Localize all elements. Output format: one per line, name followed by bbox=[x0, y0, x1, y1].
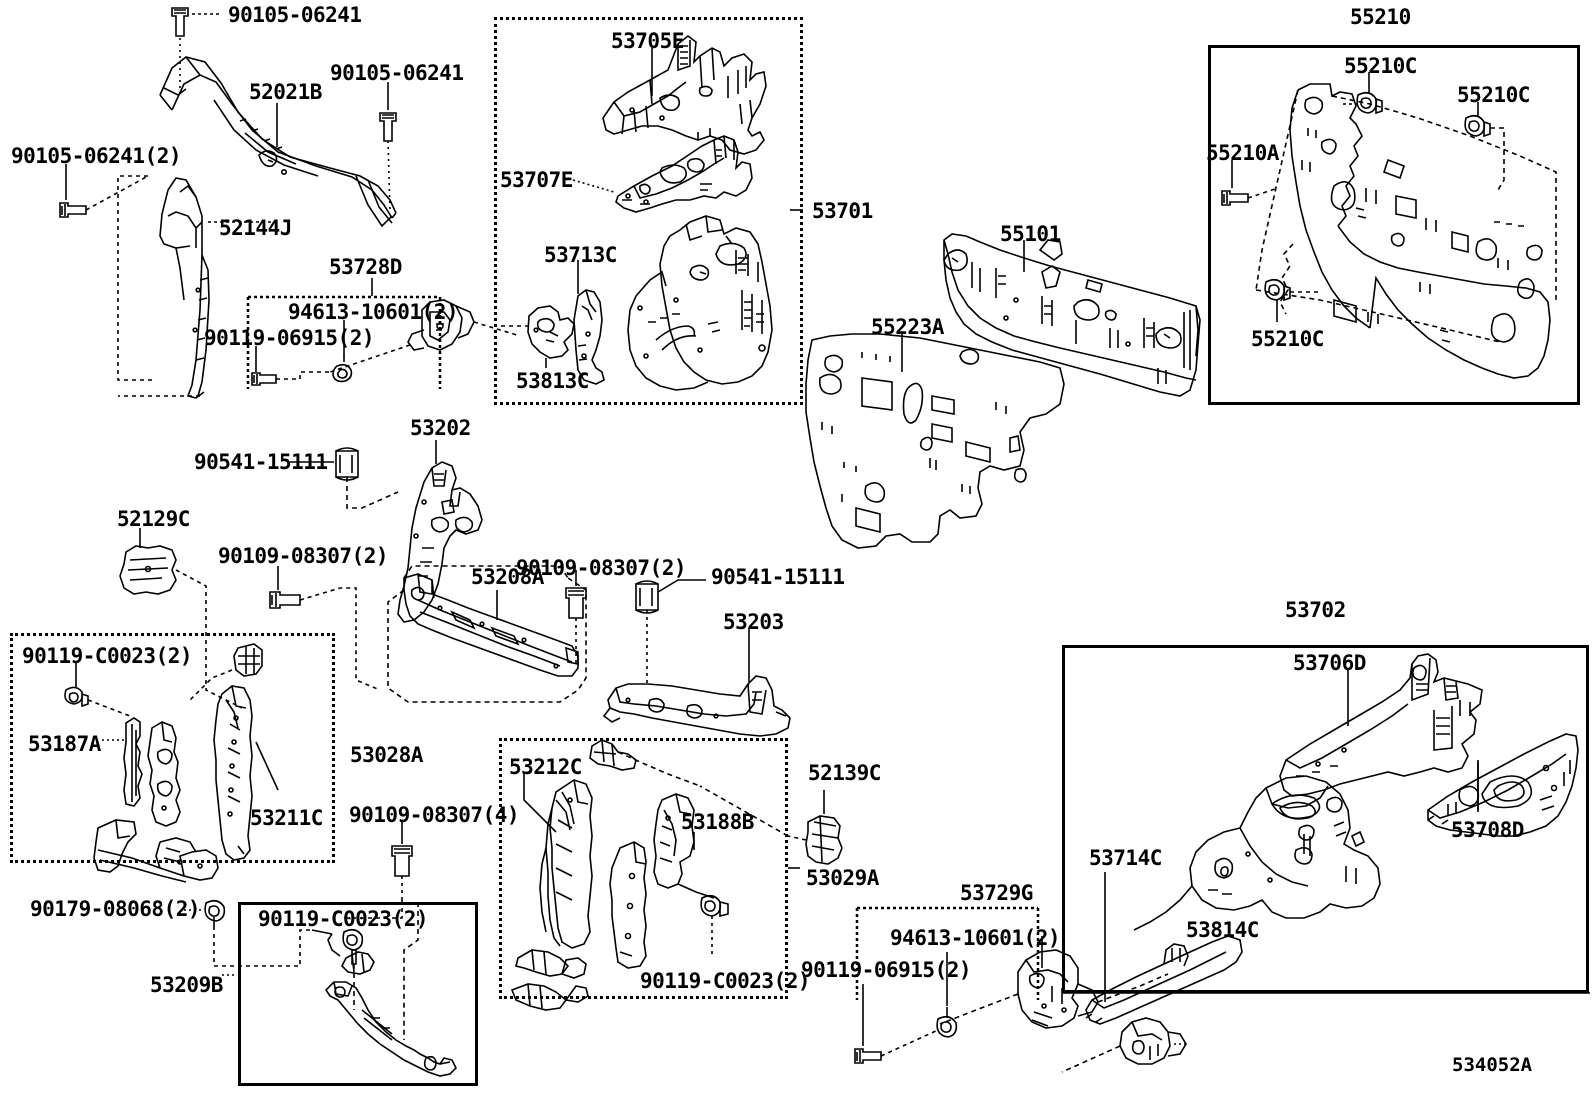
callout-90119-C0023-2c: 90119-C0023(2) bbox=[640, 969, 811, 993]
group-53701-box bbox=[494, 17, 803, 405]
group-55210-box bbox=[1208, 45, 1580, 405]
part-55101-art bbox=[943, 233, 1201, 397]
callout-90109-08307-4: 90109-08307(4) bbox=[349, 803, 520, 827]
callout-53702: 53702 bbox=[1285, 598, 1346, 622]
callout-90541-15111-right: 90541-15111 bbox=[711, 565, 845, 589]
callout-53211C: 53211C bbox=[250, 806, 323, 830]
callout-90119-C0023-2b: 90119-C0023(2) bbox=[258, 907, 429, 931]
callout-53029A: 53029A bbox=[806, 866, 879, 890]
callout-52139C: 52139C bbox=[808, 761, 881, 785]
part-90105-06241-2-bolt bbox=[59, 175, 149, 218]
callout-53708D: 53708D bbox=[1451, 818, 1524, 842]
part-94613-10601-bolt bbox=[332, 355, 353, 383]
callout-53209B: 53209B bbox=[150, 973, 223, 997]
part-90105-06241-top-bolt bbox=[171, 7, 189, 90]
callout-52144J: 52144J bbox=[219, 216, 292, 240]
callout-55210C-right: 55210C bbox=[1457, 83, 1530, 107]
callout-53728D: 53728D bbox=[329, 255, 402, 279]
group-53028A-box bbox=[10, 633, 335, 863]
callout-94613-10601-2b: 94613-10601(2) bbox=[890, 926, 1061, 950]
callout-90119-06915-2: 90119-06915(2) bbox=[204, 326, 375, 350]
callout-53729G: 53729G bbox=[960, 881, 1033, 905]
callout-53714C: 53714C bbox=[1089, 846, 1162, 870]
callout-53713C: 53713C bbox=[544, 243, 617, 267]
part-90119-06915-bolt bbox=[251, 371, 330, 386]
callout-53706D: 53706D bbox=[1293, 651, 1366, 675]
callout-52129C: 52129C bbox=[117, 507, 190, 531]
callout-53813C: 53813C bbox=[516, 369, 589, 393]
part-90119-06915-2b-bolt bbox=[854, 1029, 939, 1064]
part-90105-06241-right-bolt bbox=[379, 112, 397, 213]
callout-52021B: 52021B bbox=[249, 80, 322, 104]
callout-55210A: 55210A bbox=[1206, 141, 1279, 165]
callout-53212C: 53212C bbox=[509, 755, 582, 779]
callout-90119-C0023-2a: 90119-C0023(2) bbox=[22, 644, 193, 668]
callout-90119-06915-2b: 90119-06915(2) bbox=[801, 958, 972, 982]
callout-55223A: 55223A bbox=[871, 315, 944, 339]
callout-90109-08307-2a: 90109-08307(2) bbox=[218, 544, 389, 568]
callout-53028A: 53028A bbox=[350, 743, 423, 767]
part-53202-art bbox=[397, 461, 483, 623]
callout-90105-06241-2: 90105-06241(2) bbox=[11, 144, 182, 168]
callout-53202: 53202 bbox=[410, 416, 471, 440]
callout-90105-06241-top: 90105-06241 bbox=[228, 3, 362, 27]
part-52144J-art bbox=[159, 177, 210, 399]
group-53209B-box bbox=[238, 902, 478, 1086]
group-53029A-box bbox=[499, 738, 788, 999]
diagram-id: 534052A bbox=[1452, 1054, 1533, 1076]
callout-55210C-top: 55210C bbox=[1344, 54, 1417, 78]
part-53203-art bbox=[602, 675, 791, 737]
part-90109-08307-4-bolt bbox=[391, 845, 413, 900]
callout-53188B: 53188B bbox=[681, 810, 754, 834]
callout-90179-08068-2: 90179-08068(2) bbox=[30, 897, 201, 921]
callout-55101: 55101 bbox=[1000, 222, 1061, 246]
part-52129C-art bbox=[119, 545, 177, 595]
callout-94613-10601-2: 94613-10601(2) bbox=[288, 300, 459, 324]
callout-53203: 53203 bbox=[723, 610, 784, 634]
part-90541-15111-right-grommet bbox=[635, 580, 659, 684]
callout-55210C-bottom: 55210C bbox=[1251, 327, 1324, 351]
part-53208A-art bbox=[403, 573, 579, 677]
callout-53707E: 53707E bbox=[500, 168, 573, 192]
callout-53705E: 53705E bbox=[611, 29, 684, 53]
part-53814C-art bbox=[1119, 1017, 1187, 1065]
callout-53208A: 53208A bbox=[471, 565, 544, 589]
callout-53814C: 53814C bbox=[1186, 918, 1259, 942]
callout-90109-08307-2b: 90109-08307(2) bbox=[516, 556, 687, 580]
part-90109-08307-2b-bolt bbox=[565, 587, 587, 664]
part-52139C-art bbox=[805, 815, 843, 865]
part-90541-15111-left-grommet bbox=[335, 447, 399, 509]
group-53702-box bbox=[1062, 645, 1589, 993]
callout-90541-15111-left: 90541-15111 bbox=[194, 450, 328, 474]
part-55223A-art bbox=[805, 333, 1065, 549]
callout-53701: 53701 bbox=[812, 199, 873, 223]
callout-55210: 55210 bbox=[1350, 5, 1411, 29]
callout-53187A: 53187A bbox=[28, 732, 101, 756]
part-94613-10601-2b-nut bbox=[936, 1007, 958, 1038]
callout-90105-06241-right: 90105-06241 bbox=[330, 61, 464, 85]
